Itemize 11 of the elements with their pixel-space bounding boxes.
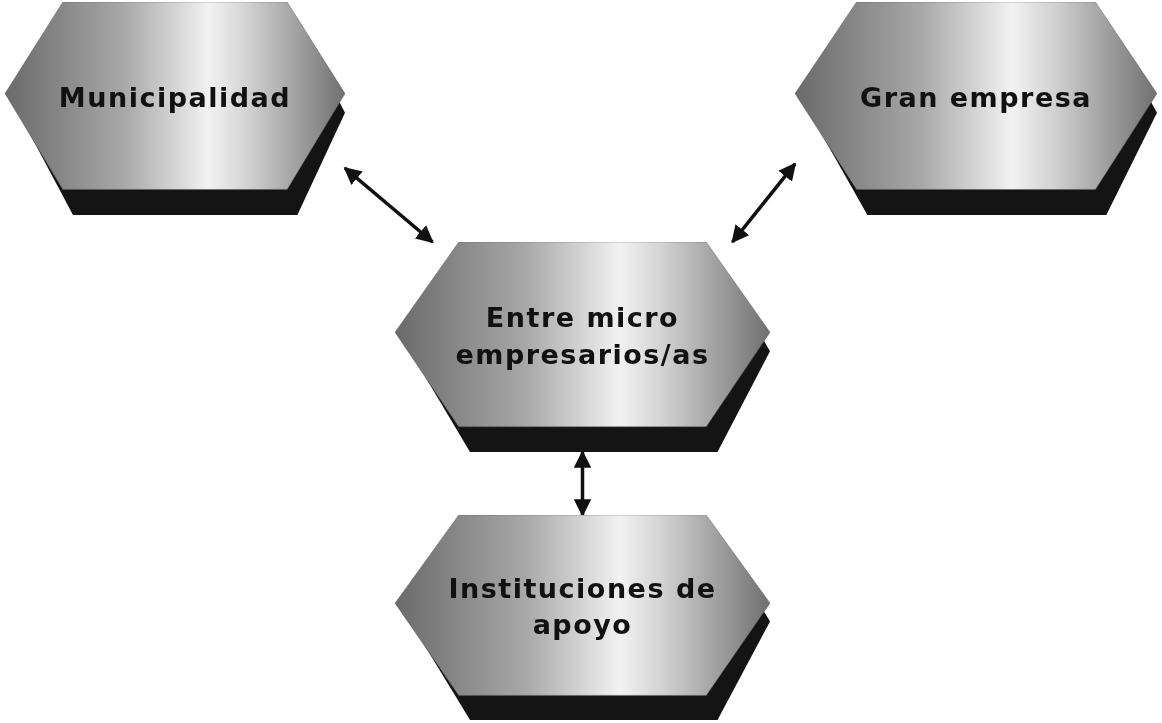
node-label: Gran empresa [860,80,1092,115]
double-arrow [573,450,592,517]
double-arrow [343,166,434,244]
node-label: Municipalidad [58,80,292,115]
hexagon-node [395,515,770,720]
hexagon-node [5,2,345,215]
double-arrow [731,162,797,244]
hexagon-node [795,2,1157,215]
node-label: Entre micro empresarios/as [454,301,711,372]
node-label: Instituciones de apoyo [447,571,718,643]
hexagon-node [395,242,770,452]
